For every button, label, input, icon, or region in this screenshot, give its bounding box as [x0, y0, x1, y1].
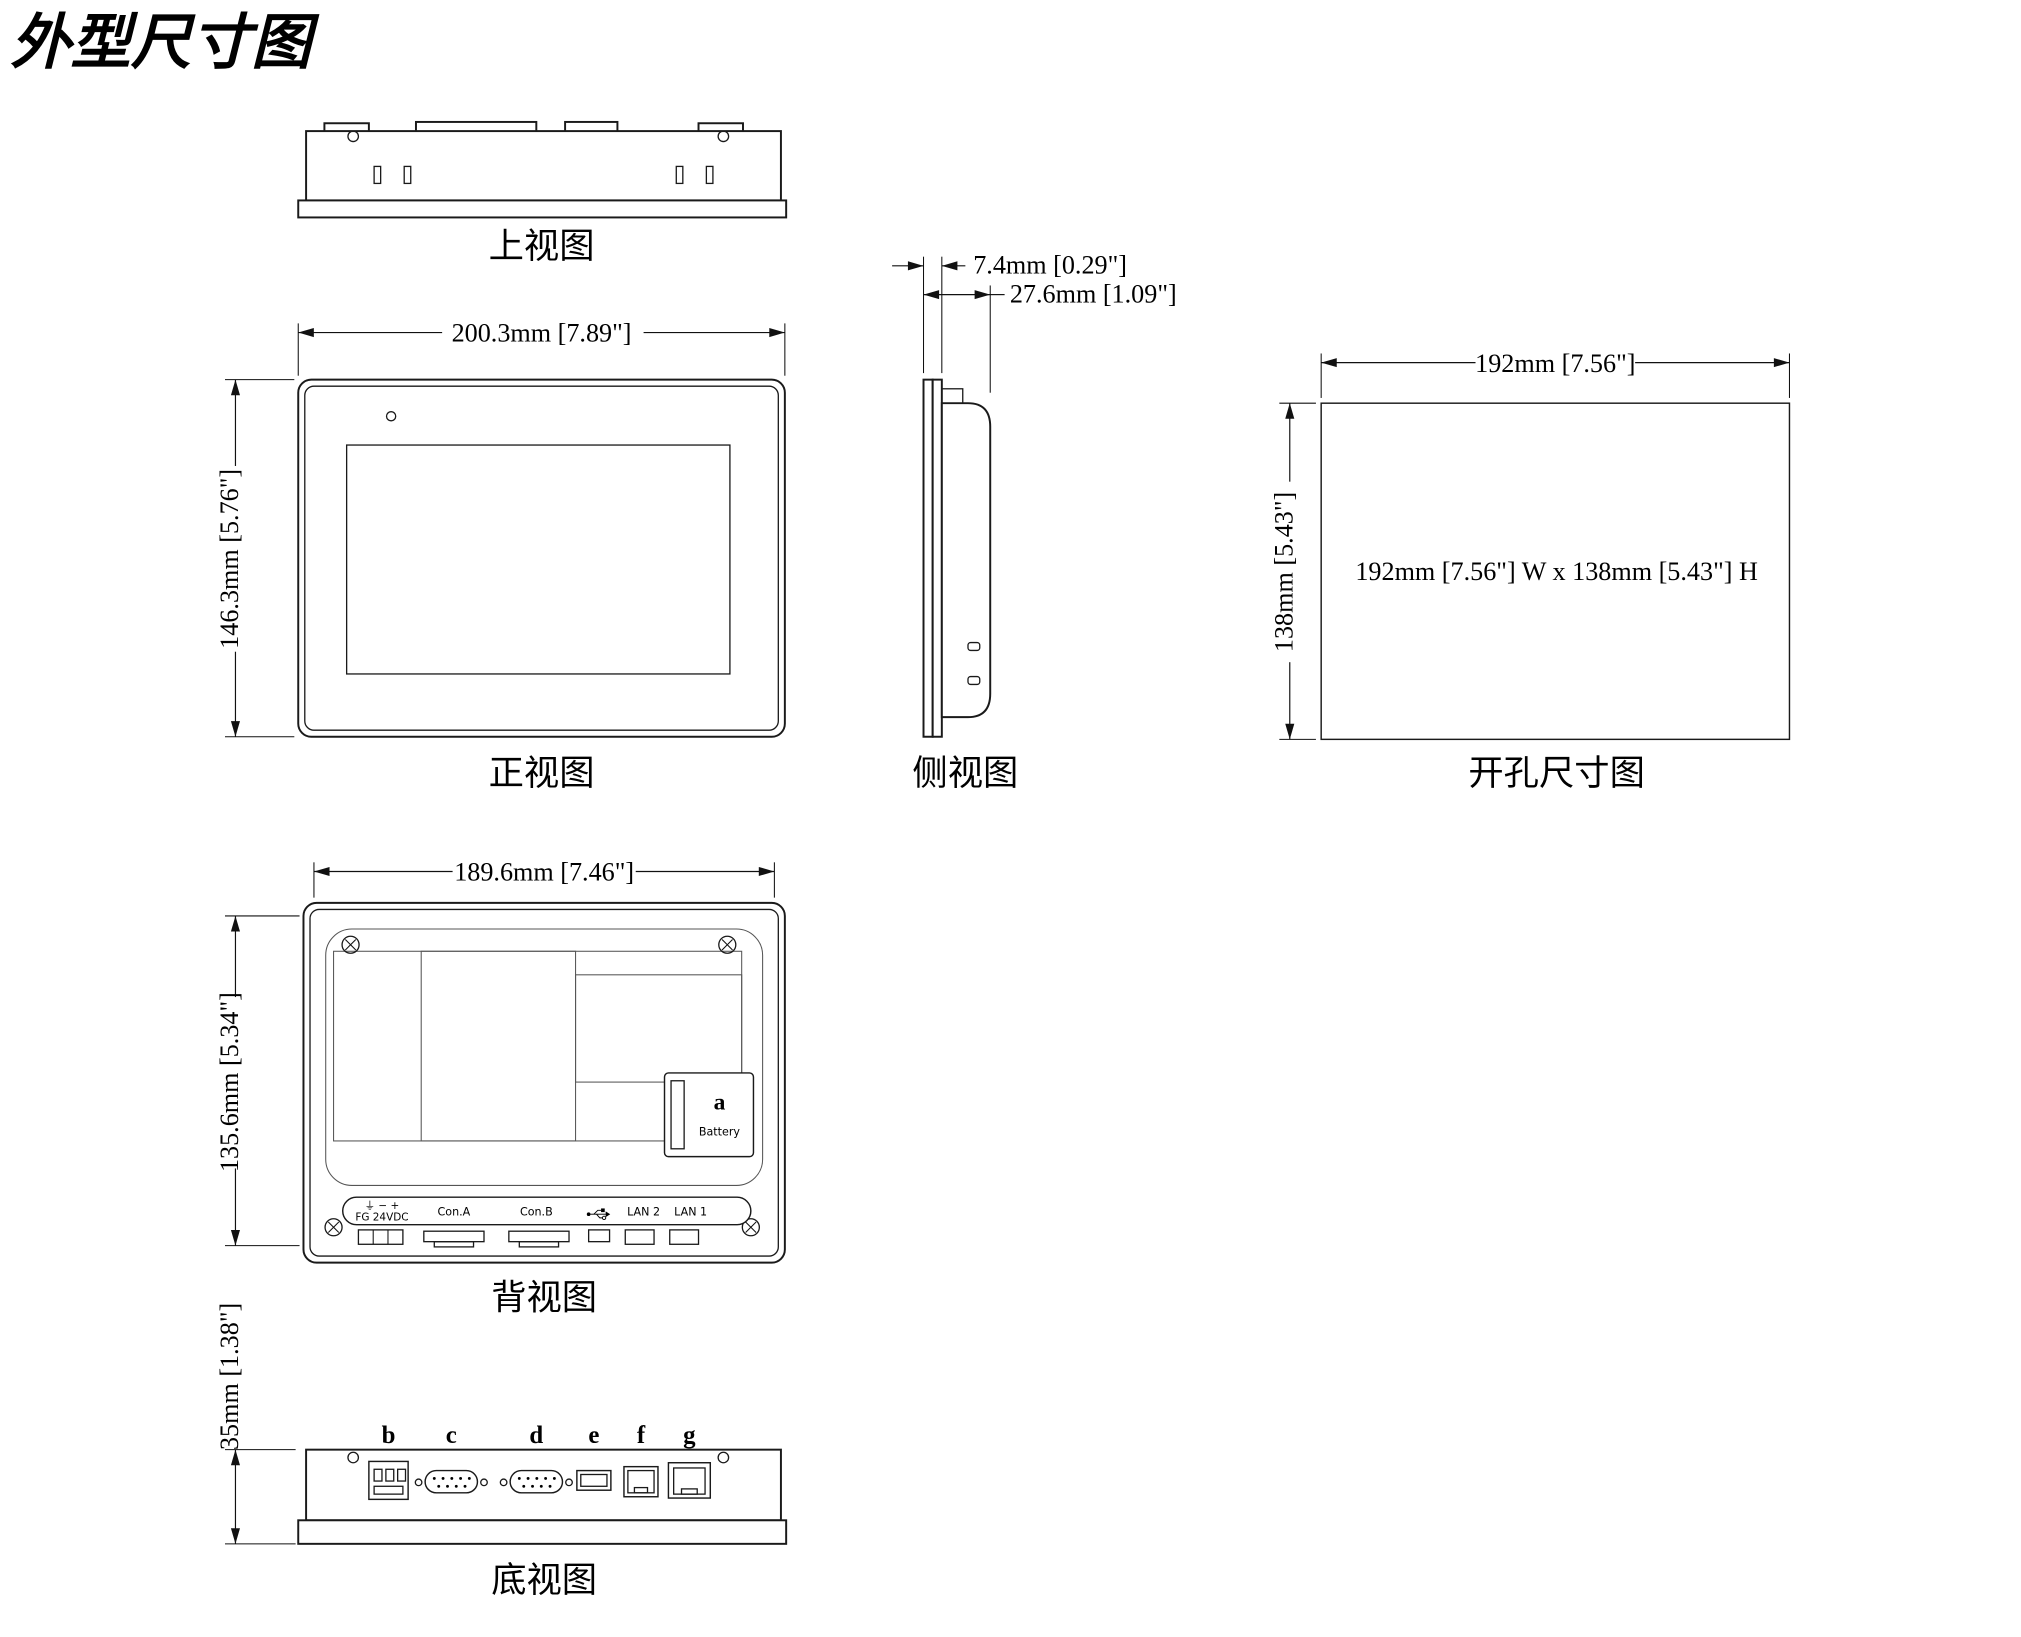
usb-icon: [586, 1208, 611, 1221]
marker-g: g: [683, 1422, 696, 1449]
side-bezel-dimension-label: 7.4mm [0.29"]: [973, 251, 1127, 280]
page-title: 外型尺寸图: [10, 10, 320, 77]
front-height-dimension: 146.3mm [5.76"]: [215, 379, 295, 738]
marker-b: b: [382, 1422, 396, 1449]
cutout-height-dimension: 138mm [5.43"]: [1269, 402, 1316, 740]
marker-f: f: [637, 1422, 646, 1449]
screw-icon: [717, 130, 730, 143]
battery-label: Battery: [699, 1126, 741, 1139]
cutout-rect: [1320, 402, 1791, 741]
rear-height-dimension: 135.6mm [5.34"]: [215, 915, 300, 1247]
screw-icon: [341, 935, 360, 954]
vent-slot: [403, 165, 412, 185]
screw-icon: [347, 130, 360, 143]
side-bezel-dimension: 7.4mm [0.29"]: [892, 251, 1127, 374]
rear-width-dimension-label: 189.6mm [7.46"]: [454, 858, 634, 887]
vent-slot: [675, 165, 684, 185]
marker-e: e: [588, 1422, 599, 1449]
top-view-label: 上视图: [489, 227, 595, 266]
front-view: 200.3mm [7.89"] 146.3mm [5.76"] 正视图: [215, 319, 786, 793]
side-view-label: 侧视图: [912, 754, 1018, 793]
rear-view-label: 背视图: [491, 1279, 597, 1318]
usb-port: [576, 1469, 612, 1491]
front-view-label: 正视图: [489, 754, 595, 793]
bottom-view: b c d e f g: [215, 1303, 788, 1600]
port-label-strip: ⏚ − + FG 24VDC Con.A Con.B LAN 2 LAN 1: [342, 1196, 752, 1226]
power-symbols-label: ⏚ − +: [365, 1200, 400, 1212]
rear-body: [302, 901, 786, 1264]
lan1-label: LAN 1: [674, 1206, 707, 1219]
con-b-label: Con.B: [520, 1206, 553, 1219]
rear-connectors: [357, 1229, 700, 1248]
battery-marker: a: [714, 1090, 726, 1116]
lan2-port: [623, 1465, 659, 1498]
clip-slot: [967, 675, 981, 686]
top-flange: [297, 199, 788, 219]
bottom-view-label: 底视图: [491, 1561, 597, 1600]
side-depth-dimension: 27.6mm [1.09"]: [923, 279, 1177, 393]
front-bezel: [297, 378, 786, 738]
led-indicator: [385, 411, 397, 422]
marker-c: c: [446, 1422, 457, 1449]
screw-icon: [741, 1218, 761, 1237]
marker-d: d: [529, 1422, 543, 1449]
rear-recess: [325, 928, 764, 1186]
front-width-dimension: 200.3mm [7.89"]: [297, 319, 786, 376]
power-terminal-connector: [368, 1460, 409, 1501]
rear-width-dimension: 189.6mm [7.46"]: [313, 858, 775, 898]
cutout-width-dimension: 192mm [7.56"]: [1320, 349, 1790, 398]
rear-view: a Battery ⏚ − + FG 24VDC Con.A Con.B LAN…: [215, 858, 786, 1318]
bottom-height-dimension-label: 35mm [1.38"]: [215, 1303, 244, 1450]
cutout-height-dimension-label: 138mm [5.43"]: [1269, 492, 1298, 652]
cutout-note: 192mm [7.56"] W x 138mm [5.43"] H: [1355, 557, 1758, 586]
con-a-label: Con.A: [438, 1206, 471, 1219]
db9-connector-a: [414, 1469, 488, 1494]
cutout-view-label: 开孔尺寸图: [1468, 754, 1645, 793]
side-body: [940, 402, 992, 719]
power-label: FG 24VDC: [355, 1212, 408, 1224]
front-width-dimension-label: 200.3mm [7.89"]: [452, 319, 632, 348]
front-screen: [345, 444, 731, 675]
front-height-dimension-label: 146.3mm [5.76"]: [215, 469, 244, 649]
top-body: [305, 130, 782, 202]
vent-slot: [705, 165, 714, 185]
cutout-view: 192mm [7.56"] W x 138mm [5.43"] H 192mm …: [1269, 349, 1791, 793]
screw-icon: [347, 1451, 360, 1464]
side-depth-dimension-label: 27.6mm [1.09"]: [1010, 279, 1177, 308]
vent-slot: [373, 165, 382, 185]
lan2-label: LAN 2: [627, 1206, 660, 1219]
lan1-port: [667, 1462, 712, 1499]
side-front-panel: [922, 378, 934, 738]
screw-icon: [717, 1451, 730, 1464]
bottom-height-dimension: 35mm [1.38"]: [215, 1303, 296, 1545]
rear-height-dimension-label: 135.6mm [5.34"]: [215, 992, 244, 1172]
screw-icon: [324, 1218, 343, 1237]
db9-connector-b: [499, 1469, 573, 1494]
screw-icon: [718, 935, 737, 954]
side-view: 7.4mm [0.29"] 27.6mm [1.09"] 侧视图: [892, 251, 1177, 793]
top-view: 上视图: [297, 120, 788, 266]
clip-slot: [967, 641, 981, 652]
bottom-flange: [297, 1519, 788, 1545]
cutout-width-dimension-label: 192mm [7.56"]: [1475, 349, 1635, 378]
battery-module: a Battery: [663, 1072, 755, 1158]
